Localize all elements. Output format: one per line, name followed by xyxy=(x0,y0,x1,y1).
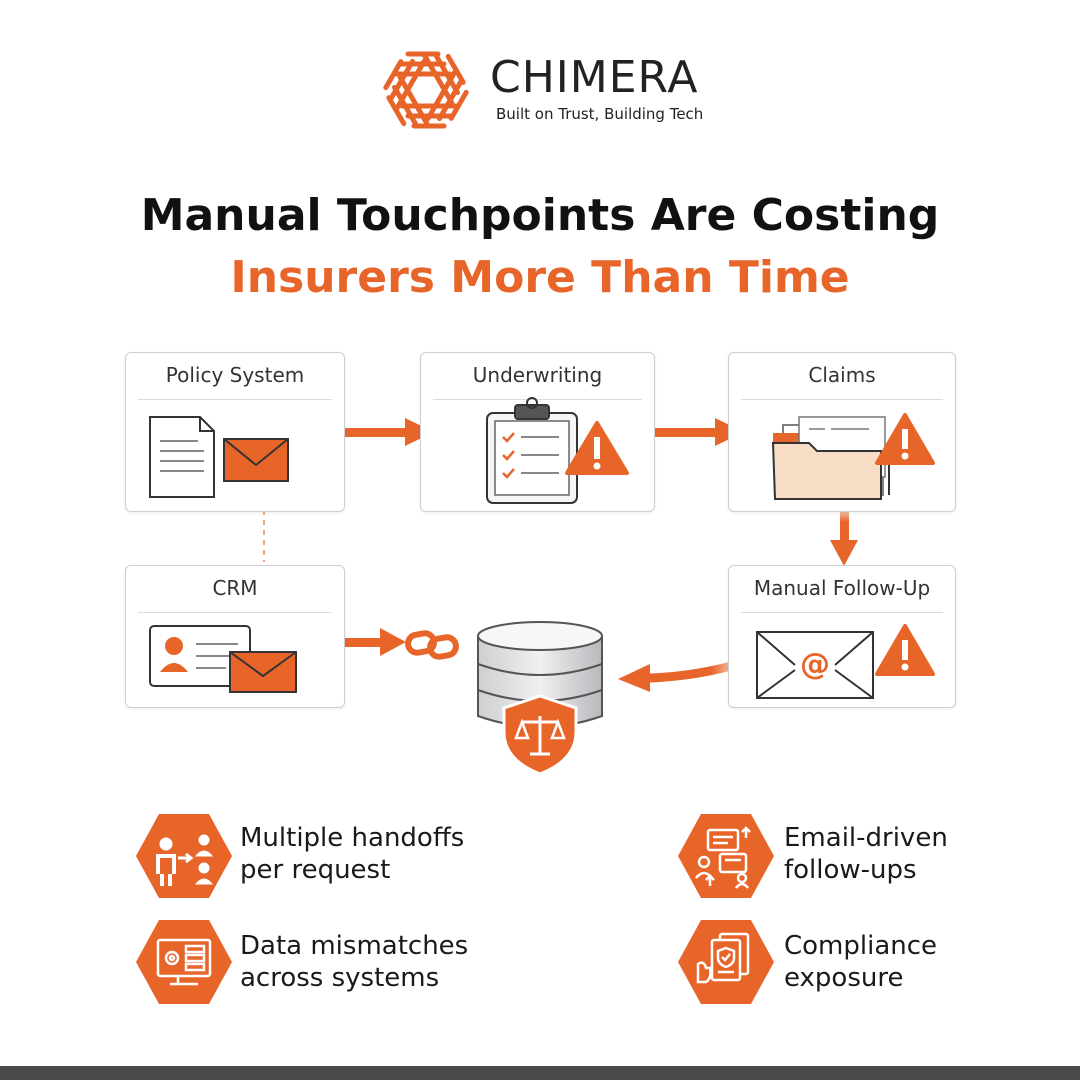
svg-text:@: @ xyxy=(800,647,830,682)
edge-crm-database xyxy=(305,628,406,656)
clipboard-checklist-icon xyxy=(486,397,578,504)
feature-compliance-exposure: Compliance exposure xyxy=(784,931,938,993)
brand-name: CHIMERA xyxy=(490,52,699,103)
compliance-docs-icon xyxy=(678,920,774,1004)
chimera-logo-icon xyxy=(383,51,469,129)
node-underwriting: Underwriting xyxy=(420,352,655,512)
feature-email-driven: Email-driven follow-ups xyxy=(784,823,948,885)
edge-policy-underwriting xyxy=(315,418,434,446)
node-database xyxy=(477,621,603,776)
at-envelope-icon: @ xyxy=(756,631,874,699)
node-label: Claims xyxy=(808,363,876,387)
footer-bar xyxy=(0,1066,1080,1080)
document-icon xyxy=(149,416,215,498)
node-label: Policy System xyxy=(165,363,305,387)
edge-claims-followup xyxy=(830,508,858,566)
chain-link-icon xyxy=(405,630,459,660)
node-label: CRM xyxy=(212,576,258,600)
handoff-people-icon xyxy=(136,814,232,898)
scales-shield-icon xyxy=(502,694,578,776)
envelope-icon xyxy=(229,651,297,693)
brand-tagline: Built on Trust, Building Tech xyxy=(496,105,704,123)
headline-line-1: Manual Touchpoints Are Costing xyxy=(140,190,940,241)
folder-icon xyxy=(771,416,890,500)
headline-line-2: Insurers More Than Time xyxy=(230,252,850,303)
node-manual-follow-up: Manual Follow-Up @ xyxy=(728,565,956,708)
contact-card-icon xyxy=(149,625,251,687)
email-chat-icon xyxy=(678,814,774,898)
feature-multiple-handoffs: Multiple handoffs per request xyxy=(240,823,465,885)
envelope-icon xyxy=(223,438,289,482)
monitor-gear-icon xyxy=(136,920,232,1004)
feature-data-mismatches: Data mismatches across systems xyxy=(240,931,469,993)
node-label: Manual Follow-Up xyxy=(753,576,931,600)
node-crm: CRM xyxy=(125,565,345,708)
database-icon xyxy=(477,621,603,728)
node-label: Underwriting xyxy=(472,363,603,387)
edge-followup-database xyxy=(618,657,747,692)
warning-icon xyxy=(565,421,629,475)
node-policy-system: Policy System xyxy=(125,352,345,512)
node-claims: Claims xyxy=(728,352,956,512)
warning-icon xyxy=(875,624,935,676)
warning-icon xyxy=(875,413,935,465)
